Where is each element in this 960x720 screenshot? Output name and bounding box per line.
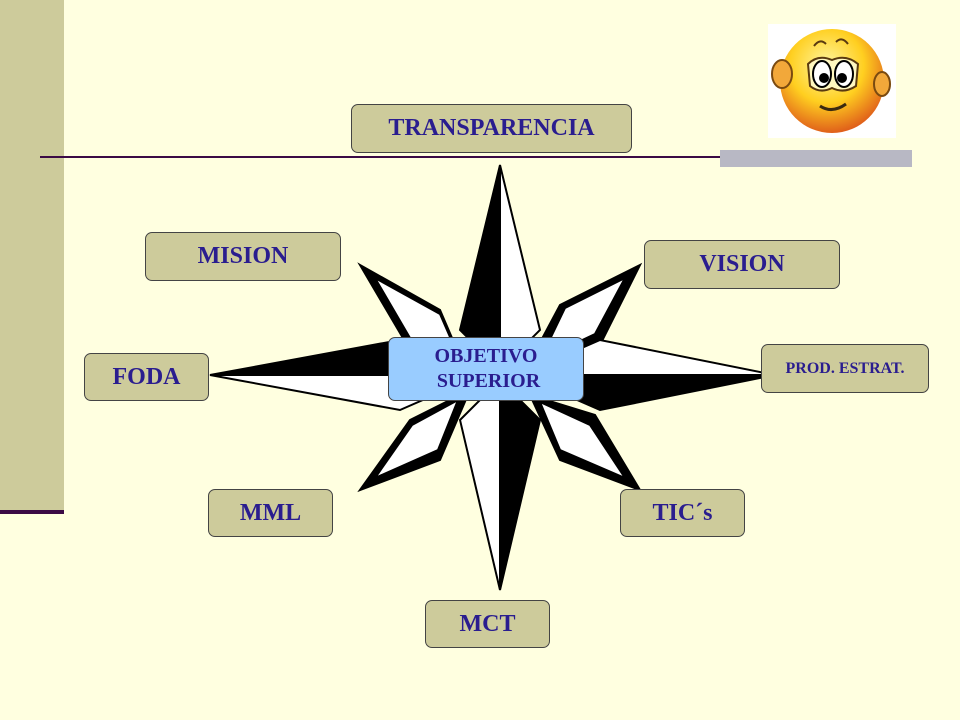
center-line-2: SUPERIOR bbox=[431, 370, 541, 392]
point-south-right bbox=[499, 377, 542, 591]
header-accent-bar bbox=[720, 150, 912, 167]
node-vision: VISION bbox=[644, 240, 840, 289]
sidebar-band bbox=[0, 0, 64, 510]
node-prod-estrat: PROD. ESTRAT. bbox=[761, 344, 929, 393]
node-mision: MISION bbox=[145, 232, 341, 281]
node-transparencia: TRANSPARENCIA bbox=[351, 104, 632, 153]
node-objetivo-superior: OBJETIVO SUPERIOR bbox=[388, 337, 584, 401]
header-rule bbox=[40, 156, 912, 158]
node-mml: MML bbox=[208, 489, 333, 537]
node-mct: MCT bbox=[425, 600, 550, 648]
center-line-1: OBJETIVO bbox=[434, 345, 538, 367]
sidebar-underline bbox=[0, 510, 64, 514]
node-foda: FODA bbox=[84, 353, 209, 401]
compass-star bbox=[209, 164, 776, 591]
node-tics: TIC´s bbox=[620, 489, 745, 537]
smiley-face-icon bbox=[768, 24, 896, 138]
diag-light-se bbox=[538, 400, 628, 481]
point-south-left bbox=[458, 377, 501, 591]
